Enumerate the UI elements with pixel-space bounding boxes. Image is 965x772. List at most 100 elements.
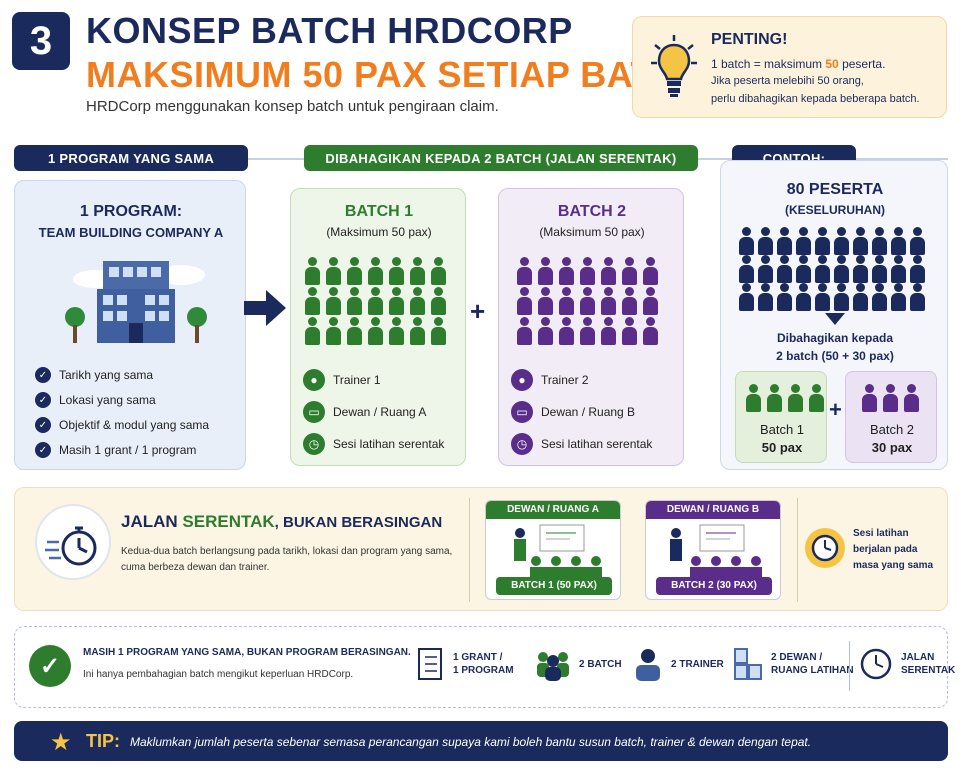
person-icon [389,317,404,345]
person-icon [853,227,868,255]
person-icon [368,257,383,285]
person-icon [910,255,925,283]
person-icon [326,317,341,345]
person-icon [326,287,341,315]
batch-2-capacity: (Maksimum 50 pax) [539,225,645,239]
trainer-icon: ● [511,369,533,391]
page-title: KONSEP BATCH HRDCORP [86,10,573,51]
checklist-icon [418,648,442,680]
person-icon [305,287,320,315]
person-icon [910,283,925,311]
person-icon [389,257,404,285]
person-icon [580,257,595,285]
person-icon [601,287,616,315]
group-icon [537,652,569,681]
tip-text: Maklumkan jumlah peserta sebenar semasa … [130,735,812,749]
person-icon [883,384,898,412]
feature-room: 2 DEWAN /RUANG LATIHAN [733,647,854,681]
example-count: 80 PESERTA [786,181,884,198]
person-icon [904,384,919,412]
person-icon [872,283,887,311]
person-icon [796,283,811,311]
batch-1-people-icon [305,257,446,345]
person-icon [777,283,792,311]
person-icon [777,227,792,255]
person-icon [643,257,658,285]
clock-icon [860,648,892,680]
clock-icon: ◷ [511,433,533,455]
summary-desc: Ini hanya pembahagian batch mengikut kep… [83,669,354,680]
person-icon [622,257,637,285]
person-icon [746,384,761,412]
person-icon [517,317,532,345]
person-icon [853,283,868,311]
person-icon [410,317,425,345]
trainer-icon [636,649,660,681]
plus-sign: + [829,397,842,422]
clock-icon: ◷ [303,433,325,455]
check-circle-icon: ✓ [29,645,71,687]
program-bar: 1 PROGRAM YANG SAMA [14,145,248,171]
batch-1-title: BATCH 1 [344,203,414,220]
plus-sign: + [470,296,486,326]
batch-1-card: BATCH 1 (Maksimum 50 pax) ●Trainer 1 ▭De… [290,188,466,466]
person-icon [815,255,830,283]
person-icon [739,283,754,311]
participants-icon [739,227,925,311]
person-icon [834,227,849,255]
batch-1-session: ◷Sesi latihan serentak [303,433,444,455]
person-icon [431,257,446,285]
note-line-1: 1 batch = maksimum 50 peserta. [711,57,886,71]
batch-2-session: ◷Sesi latihan serentak [511,433,652,455]
person-icon [643,317,658,345]
person-icon [834,283,849,311]
person-icon [538,257,553,285]
person-icon [326,257,341,285]
batch-2-room: ▭Dewan / Ruang B [511,401,652,423]
batch-2-card: BATCH 2 (Maksimum 50 pax) ●Trainer 2 ▭De… [498,188,684,466]
divider-line [797,498,798,602]
arrow-down-icon [825,313,845,325]
split-bar: DIBAHAGIKAN KEPADA 2 BATCH (JALAN SERENT… [304,145,698,171]
page-description: HRDCorp menggunakan konsep batch untuk p… [86,98,499,115]
person-icon [910,227,925,255]
example-split-1: Dibahagikan kepada [776,331,894,345]
person-icon [788,384,803,412]
band-title: JALAN SERENTAK, BUKAN BERASINGAN [121,512,443,531]
person-icon [796,227,811,255]
program-name: TEAM BUILDING COMPANY A [38,225,224,240]
batch-1-trainer: ●Trainer 1 [303,369,444,391]
person-icon [758,283,773,311]
person-icon [410,287,425,315]
person-icon [601,257,616,285]
person-icon [796,255,811,283]
person-icon [410,257,425,285]
room-icon [734,648,762,680]
person-icon [347,257,362,285]
person-icon [517,287,532,315]
batch-1-capacity: (Maksimum 50 pax) [326,225,432,239]
band-desc-1: Kedua-dua batch berlangsung pada tarikh,… [121,546,453,557]
summary-band: ✓ MASIH 1 PROGRAM YANG SAMA, BUKAN PROGR… [14,626,955,708]
batch-1-people-icon [746,384,824,412]
person-icon [758,255,773,283]
person-icon [305,317,320,345]
person-icon [777,255,792,283]
check-icon: ✓ [35,442,51,458]
divider-line [849,641,850,691]
classroom-icon [670,524,762,579]
program-title: 1 PROGRAM: [79,203,183,220]
room-icon: ▭ [511,401,533,423]
person-icon [643,287,658,315]
example-batch-1: Batch 1 50 pax [735,371,827,463]
person-icon [580,317,595,345]
person-icon [853,255,868,283]
check-icon: ✓ [35,417,51,433]
person-icon [347,287,362,315]
example-split-2: 2 batch (50 + 30 pax) [776,349,894,363]
person-icon [758,227,773,255]
lightbulb-icon [651,35,697,97]
divider-line [469,498,470,602]
